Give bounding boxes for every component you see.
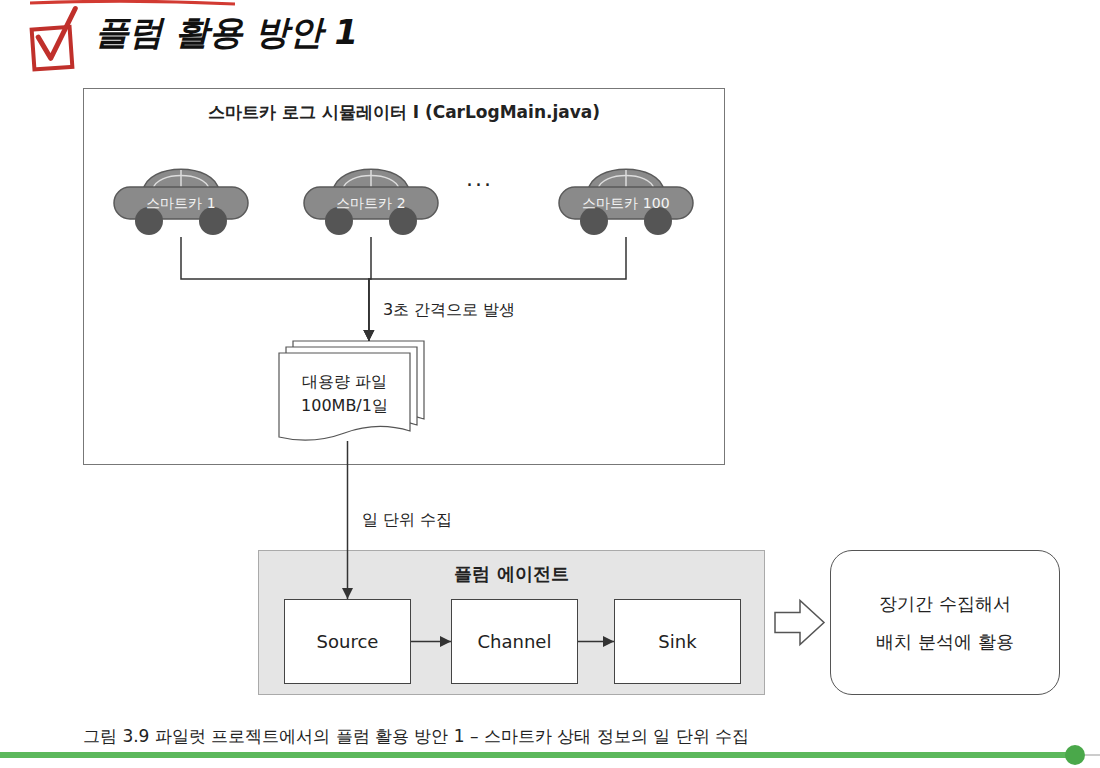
progress-knob bbox=[1065, 745, 1085, 765]
log-file-text: 대용량 파일 100MB/1일 bbox=[289, 370, 401, 418]
edge-label: 일 단위 수집 bbox=[362, 510, 452, 529]
flow-arrow bbox=[411, 636, 451, 647]
car-wheel bbox=[644, 207, 672, 235]
process-box: Source bbox=[284, 599, 411, 684]
figure-caption: 그림 3.9 파일럿 프로젝트에서의 플럼 활용 방안 1 – 스마트카 상태 … bbox=[83, 726, 749, 746]
flow-arrow bbox=[342, 441, 353, 599]
connector-line bbox=[347, 441, 349, 599]
ellipsis-label: ... bbox=[466, 166, 493, 191]
car-body bbox=[559, 187, 693, 219]
ellipsis-label-holder: ... bbox=[466, 166, 493, 191]
process-box-text: Channel bbox=[478, 631, 552, 652]
car-wheel bbox=[389, 207, 417, 235]
page-title-holder: 플럼 활용 방안 1 bbox=[95, 10, 358, 56]
process-box-text: Sink bbox=[658, 631, 696, 652]
car-wheel bbox=[580, 207, 608, 235]
progress-track bbox=[1085, 754, 1100, 756]
connector-line bbox=[411, 641, 451, 643]
connector-line bbox=[369, 237, 371, 341]
check-mark bbox=[36, 8, 78, 59]
flow-arrow bbox=[363, 237, 626, 341]
car-window bbox=[625, 170, 627, 189]
smart-car-text: 스마트카 1 bbox=[146, 194, 215, 212]
arrow-head bbox=[440, 636, 451, 647]
connector-line bbox=[369, 237, 626, 341]
result-box: 장기간 수집해서 배치 분석에 활용 bbox=[830, 550, 1060, 695]
smart-car-text: 스마트카 2 bbox=[336, 194, 405, 212]
smart-car: 스마트카 2 bbox=[301, 159, 441, 237]
connector-line bbox=[181, 237, 369, 341]
car-body bbox=[114, 187, 248, 219]
connector-line bbox=[578, 641, 614, 643]
smart-car: 스마트카 100 bbox=[556, 159, 696, 237]
check-icon bbox=[30, 8, 79, 69]
simulator-box: 스마트카 로그 시뮬레이터 I (CarLogMain.java) 스마트카 1 스… bbox=[83, 88, 725, 465]
edge-label-holder: 3초 간격으로 발생 bbox=[383, 300, 515, 320]
file-page bbox=[279, 353, 410, 440]
arrow-head bbox=[342, 588, 353, 599]
block-arrow bbox=[775, 601, 824, 645]
figure-caption-holder: 그림 3.9 파일럿 프로젝트에서의 플럼 활용 방안 1 – 스마트카 상태 … bbox=[83, 725, 749, 748]
output-arrow bbox=[775, 601, 824, 645]
process-box: Channel bbox=[451, 599, 578, 684]
log-file: 대용량 파일 100MB/1일 bbox=[279, 341, 424, 441]
page-title: 플럼 활용 방안 1 bbox=[95, 12, 358, 52]
process-box: Sink bbox=[614, 599, 741, 684]
flume-agent-box: 플럼 에이전트 Source Channel Sink bbox=[258, 550, 765, 695]
progress-bar bbox=[0, 752, 1075, 758]
car-wheel bbox=[325, 207, 353, 235]
edge-label-holder: 일 단위 수집 bbox=[362, 510, 452, 530]
arrow-head bbox=[363, 330, 374, 341]
car-window bbox=[370, 170, 372, 189]
car-window bbox=[180, 170, 182, 189]
result-box-text: 장기간 수집해서 배치 분석에 활용 bbox=[865, 585, 1025, 661]
flow-arrow bbox=[363, 237, 374, 341]
car-wheel bbox=[135, 207, 163, 235]
arrow-head bbox=[603, 636, 614, 647]
smart-car-text: 스마트카 100 bbox=[582, 194, 669, 212]
car-body bbox=[304, 187, 438, 219]
edge-label: 3초 간격으로 발생 bbox=[383, 300, 515, 319]
arrow-head bbox=[363, 330, 374, 341]
flow-arrow bbox=[578, 636, 614, 647]
smart-car: 스마트카 1 bbox=[111, 159, 251, 237]
process-box-text: Source bbox=[317, 631, 379, 652]
simulator-box-text: 스마트카 로그 시뮬레이터 I (CarLogMain.java) bbox=[208, 101, 600, 123]
car-wheel bbox=[199, 207, 227, 235]
check-box bbox=[32, 27, 73, 70]
flow-arrow bbox=[181, 237, 374, 341]
arrow-head bbox=[363, 330, 374, 341]
flume-agent-box-text: 플럼 에이전트 bbox=[454, 563, 568, 585]
red-underline bbox=[30, 1, 235, 4]
